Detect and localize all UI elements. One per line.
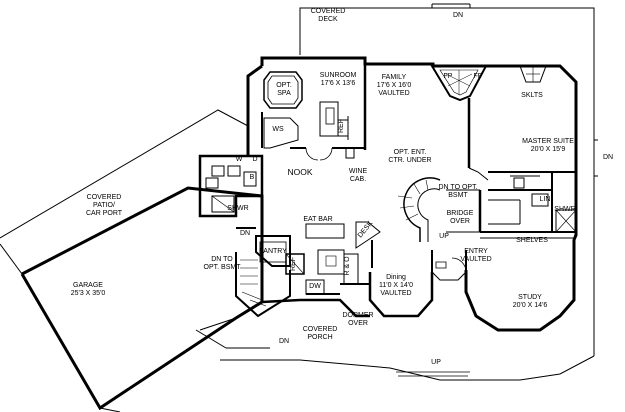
carport-outline [0, 109, 249, 239]
skylights-label: SKLTS [521, 92, 543, 99]
kitchen-ref-label: REF [290, 257, 297, 271]
dn-to-opt-bsmt-label: DN TO OPT. BSMT [203, 256, 241, 271]
bridge-over-label: BRIDGE OVER [446, 210, 474, 225]
opt-spa-label: OPT. SPA [276, 82, 292, 97]
b-label: B [249, 174, 255, 181]
linen-label: LIN [539, 196, 551, 203]
opt-ent-ctr-label: OPT. ENT. CTR. UNDER [388, 149, 432, 164]
fp-right-label: FP [473, 73, 483, 80]
garage-wall [20, 186, 264, 411]
linen [531, 193, 549, 207]
desk [355, 221, 381, 249]
dryer-label: D [252, 156, 258, 163]
bath-shower-label: SHWR [227, 205, 249, 212]
range-oven-label: R & O [344, 256, 351, 276]
covered-patio-label: COVERED PATIO/ CAR PORT [85, 194, 123, 217]
sunroom-ref-label: REF [338, 119, 345, 133]
nook-label: NOOK [287, 167, 313, 177]
kitchen-island [317, 249, 345, 275]
up-stair-label: UP [439, 233, 449, 240]
wine-cab-label: WINE CAB. [348, 168, 368, 183]
fp-left-label: FP [443, 73, 453, 80]
garage-label: GARAGE 25'3 X 35'0 [70, 282, 106, 297]
basement-stair [235, 252, 291, 318]
covered-deck-label: COVERED DECK [310, 8, 346, 23]
wine-cabinet [345, 147, 355, 159]
dn-left-label: DN [239, 230, 251, 237]
family-label: FAMILY 17'6 X 16'0 VAULTED [376, 74, 412, 97]
study-label: STUDY 20'0 X 14'6 [512, 294, 548, 309]
dishwasher-label: DW [309, 283, 321, 290]
washer-label: W [235, 156, 243, 163]
up-bottom-label: UP [431, 359, 441, 366]
dining-bay [368, 272, 434, 318]
ws-area [263, 117, 299, 149]
eat-bar-label: EAT BAR [303, 216, 333, 223]
dn-bsmt-stair-label: DN TO OPT. BSMT [438, 184, 478, 199]
ws-label: WS [272, 126, 284, 133]
spa-outline [263, 71, 303, 109]
dn-right-label: DN [602, 154, 614, 161]
dining-label: Dining 11'0 X 14'0 VAULTED [378, 274, 414, 297]
entry-label: ENTRY VAULTED [460, 248, 492, 263]
dn-porch-label: DN [278, 338, 290, 345]
porch-outline [220, 355, 595, 381]
master-shower-label: SHWR [554, 206, 576, 213]
sunroom-label: SUNROOM 17'6 X 13'6 [319, 72, 357, 87]
pantry [255, 235, 291, 267]
dormer-over-label: DORMER OVER [342, 312, 374, 327]
deck-outline [299, 7, 595, 356]
skylights [519, 65, 547, 83]
covered-porch-label: COVERED PORCH [302, 326, 338, 341]
eat-bar-island [305, 223, 345, 239]
pantry-label: PANTRY [259, 248, 287, 255]
master-suite-label: MASTER SUITE 20'0 X 15'9 [522, 138, 574, 153]
dn-top-label: DN [452, 12, 464, 19]
range-oven [343, 253, 359, 285]
fireplace [430, 65, 488, 102]
sunroom-counter [319, 101, 339, 137]
shelves-label: SHELVES [516, 237, 548, 244]
kitchen-fridge [285, 253, 305, 275]
spiral-stair [403, 177, 441, 242]
